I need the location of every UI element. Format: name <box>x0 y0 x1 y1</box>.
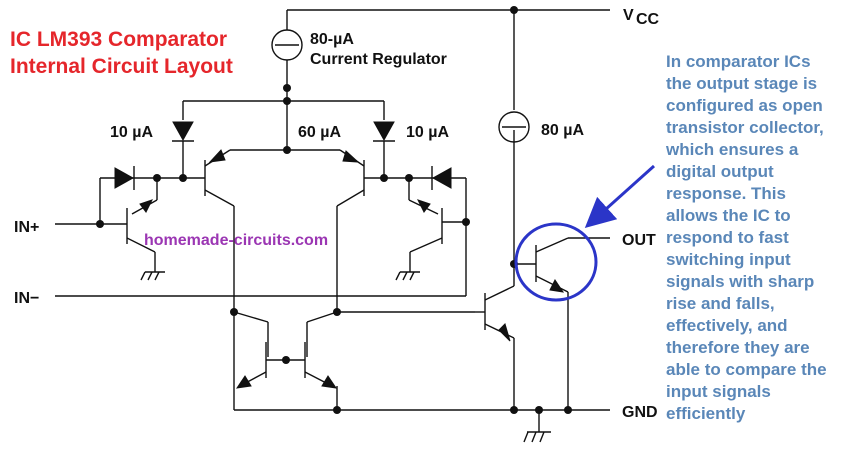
svg-text:rise and falls,: rise and falls, <box>666 294 775 313</box>
svg-text:which ensures a: which ensures a <box>665 140 799 159</box>
svg-text:effectively, and: effectively, and <box>666 316 788 335</box>
diode-left-current-label: 10 µA <box>110 124 153 141</box>
bias-network <box>182 88 385 154</box>
pnp-left-transistor-icon <box>179 149 287 312</box>
regulator-current-label: 80-µA <box>310 31 354 48</box>
highlight-circle <box>514 222 598 302</box>
in-minus-label: IN− <box>14 290 39 307</box>
output-transistor-icon <box>514 237 610 414</box>
svg-text:signals with sharp: signals with sharp <box>666 272 814 291</box>
watermark: homemade-circuits.com <box>144 232 328 249</box>
ground-icon <box>523 406 551 443</box>
svg-text:therefore they are: therefore they are <box>666 338 810 357</box>
diode-right-current-label: 10 µA <box>406 124 449 141</box>
diode-left-icon <box>172 121 194 178</box>
svg-text:In comparator ICs: In comparator ICs <box>666 52 811 71</box>
annotation-text: In comparator ICs the output stage is co… <box>665 52 827 423</box>
input-minus-network <box>55 166 470 297</box>
svg-text:transistor collector,: transistor collector, <box>666 118 824 137</box>
title-line-2: Internal Circuit Layout <box>10 55 233 78</box>
center-current-label: 60 µA <box>298 124 341 141</box>
svg-text:the output stage is: the output stage is <box>666 74 817 93</box>
svg-text:switching input: switching input <box>666 250 791 269</box>
vcc-label: V CC <box>623 7 660 28</box>
current-regulator-icon <box>271 29 303 92</box>
current-mirror <box>230 308 610 414</box>
svg-text:respond to fast: respond to fast <box>666 228 789 247</box>
output-current-source-icon <box>498 111 530 143</box>
gnd-label: GND <box>622 404 658 421</box>
svg-text:digital output: digital output <box>666 162 774 181</box>
input-plus-network <box>55 166 183 281</box>
regulator-name-label: Current Regulator <box>310 51 447 68</box>
svg-text:able to compare the: able to compare the <box>666 360 827 379</box>
svg-text:CC: CC <box>636 11 660 28</box>
driver-transistor-icon <box>475 130 518 414</box>
pnp-right-transistor-icon <box>287 149 388 312</box>
svg-text:input signals: input signals <box>666 382 771 401</box>
vcc-rail <box>286 6 610 110</box>
title-line-1: IC LM393 Comparator <box>10 28 227 51</box>
pointer-arrow-icon <box>584 164 656 229</box>
svg-text:allows the IC to: allows the IC to <box>666 206 791 225</box>
out-label: OUT <box>622 232 656 249</box>
output-source-current-label: 80 µA <box>541 122 584 139</box>
svg-text:response. This: response. This <box>666 184 786 203</box>
svg-text:efficiently: efficiently <box>666 404 746 423</box>
in-plus-label: IN+ <box>14 219 39 236</box>
svg-text:V: V <box>623 7 634 24</box>
svg-text:configured as open: configured as open <box>666 96 823 115</box>
diode-right-icon <box>373 121 395 178</box>
